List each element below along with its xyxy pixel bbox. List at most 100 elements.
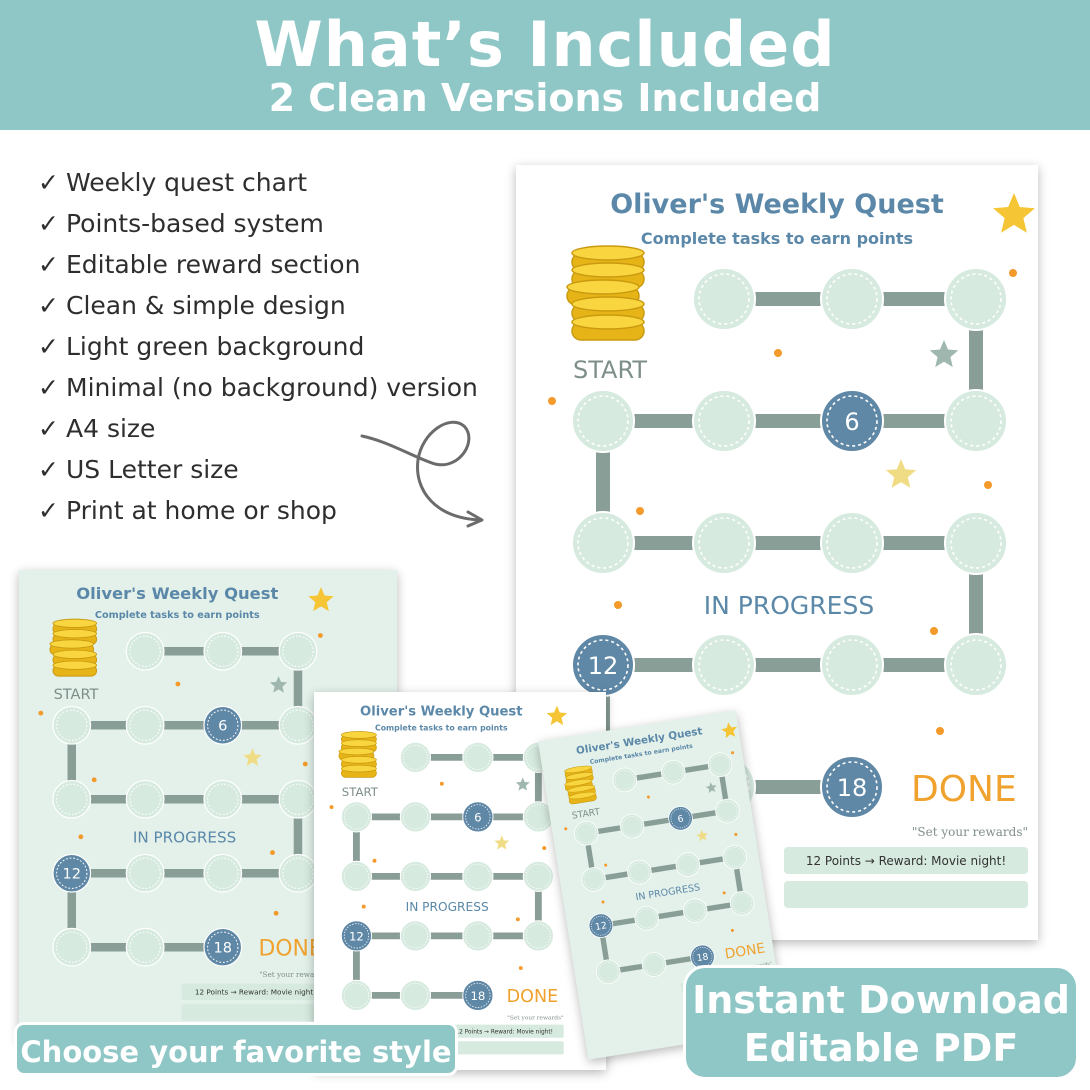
confetti-dot bbox=[361, 904, 366, 909]
quest-node bbox=[340, 801, 373, 833]
chart-title: Oliver's Weekly Quest bbox=[76, 584, 278, 603]
checkmark-icon: ✓ bbox=[38, 168, 59, 197]
quest-node bbox=[820, 633, 884, 697]
confetti-dot bbox=[273, 910, 279, 916]
choose-style-badge: Choose your favorite style bbox=[14, 1022, 458, 1076]
feature-item: ✓Light green background bbox=[38, 326, 478, 367]
chart-title: Oliver's Weekly Quest bbox=[610, 189, 944, 220]
quest-node bbox=[612, 767, 638, 793]
confetti-dot bbox=[601, 900, 605, 904]
feature-item: ✓US Letter size bbox=[38, 449, 478, 490]
confetti-dot bbox=[930, 627, 938, 635]
track-segment bbox=[585, 808, 728, 836]
star-icon bbox=[494, 835, 510, 850]
quest-node bbox=[660, 759, 686, 785]
reward-field[interactable] bbox=[181, 983, 330, 1000]
reward-field[interactable] bbox=[444, 1024, 564, 1038]
reward-text: 12 Points → Reward: Movie night! bbox=[195, 988, 316, 997]
checkmark-icon: ✓ bbox=[38, 414, 59, 443]
confetti-dot bbox=[731, 751, 735, 755]
quest-node bbox=[203, 631, 243, 671]
quest-node bbox=[399, 801, 432, 833]
star-icon bbox=[308, 586, 334, 612]
milestone-node: 12 bbox=[340, 920, 373, 952]
feature-list: ✓Weekly quest chart✓Points-based system✓… bbox=[38, 162, 478, 531]
checkmark-icon: ✓ bbox=[38, 291, 59, 320]
confetti-dot bbox=[91, 777, 97, 783]
quest-node bbox=[641, 952, 667, 977]
quest-node bbox=[203, 853, 243, 893]
quest-node bbox=[692, 511, 756, 575]
quest-node bbox=[399, 920, 432, 952]
confetti-dot bbox=[317, 633, 323, 638]
coin-stack-icon bbox=[566, 245, 645, 341]
milestone-number: 18 bbox=[837, 774, 868, 802]
quest-node bbox=[692, 389, 756, 453]
quest-node bbox=[707, 752, 733, 778]
progress-label: IN PROGRESS bbox=[133, 828, 236, 846]
star-icon bbox=[993, 193, 1035, 233]
confetti-dot bbox=[722, 891, 726, 895]
quest-node bbox=[675, 852, 701, 877]
coin-stack-icon bbox=[338, 731, 377, 778]
progress-label: IN PROGRESS bbox=[406, 900, 489, 914]
confetti-dot bbox=[1009, 269, 1017, 277]
quest-node bbox=[462, 741, 494, 773]
reward-field-empty[interactable] bbox=[444, 1041, 564, 1055]
confetti-dot bbox=[984, 481, 992, 489]
feature-label: Clean & simple design bbox=[66, 291, 346, 320]
quest-node bbox=[820, 511, 884, 575]
feature-label: Points-based system bbox=[66, 209, 324, 238]
coin-stack-icon bbox=[564, 765, 597, 805]
quest-node bbox=[399, 860, 432, 892]
quest-node bbox=[125, 705, 165, 745]
quest-node bbox=[52, 927, 92, 967]
milestone-node: 6 bbox=[820, 389, 884, 453]
reward-field-empty[interactable] bbox=[181, 1004, 330, 1021]
confetti-dot bbox=[329, 805, 334, 810]
confetti-dot bbox=[78, 834, 84, 840]
milestone-number: 12 bbox=[594, 920, 607, 933]
milestone-node: 12 bbox=[52, 853, 92, 893]
confetti-dot bbox=[302, 761, 308, 767]
milestone-number: 6 bbox=[474, 810, 481, 824]
done-label: DONE bbox=[911, 769, 1017, 810]
reward-field[interactable] bbox=[784, 847, 1028, 874]
milestone-number: 18 bbox=[214, 940, 233, 957]
star-icon bbox=[885, 459, 917, 488]
quest-node bbox=[729, 891, 755, 916]
quest-node bbox=[522, 920, 554, 952]
confetti-dot bbox=[270, 850, 275, 856]
star-icon bbox=[515, 777, 530, 791]
confetti-dot bbox=[636, 507, 644, 515]
feature-label: Light green background bbox=[66, 332, 365, 361]
header-subtitle: 2 Clean Versions Included bbox=[268, 76, 822, 120]
star-icon bbox=[929, 340, 959, 368]
reward-field-empty[interactable] bbox=[784, 881, 1028, 908]
quest-node bbox=[634, 906, 659, 931]
star-icon bbox=[546, 705, 568, 726]
quest-node bbox=[125, 927, 165, 967]
confetti-dot bbox=[646, 795, 650, 799]
quest-node bbox=[581, 867, 606, 892]
quest-node bbox=[399, 741, 432, 773]
confetti-dot bbox=[604, 863, 608, 867]
quest-node bbox=[340, 860, 373, 892]
feature-item: ✓Minimal (no background) version bbox=[38, 367, 478, 408]
quest-node bbox=[574, 821, 599, 846]
milestone-number: 18 bbox=[696, 951, 709, 964]
confetti-dot bbox=[372, 858, 377, 863]
quest-node bbox=[278, 853, 318, 893]
confetti-dot bbox=[518, 966, 523, 971]
quest-node bbox=[52, 779, 92, 819]
feature-item: ✓Points-based system bbox=[38, 203, 478, 244]
confetti-dot bbox=[774, 349, 782, 357]
milestone-number: 6 bbox=[677, 813, 685, 825]
quest-node bbox=[692, 267, 756, 331]
done-label: DONE bbox=[259, 937, 323, 962]
quest-node bbox=[722, 844, 748, 870]
confetti-dot bbox=[936, 727, 944, 735]
quest-node bbox=[820, 267, 884, 331]
